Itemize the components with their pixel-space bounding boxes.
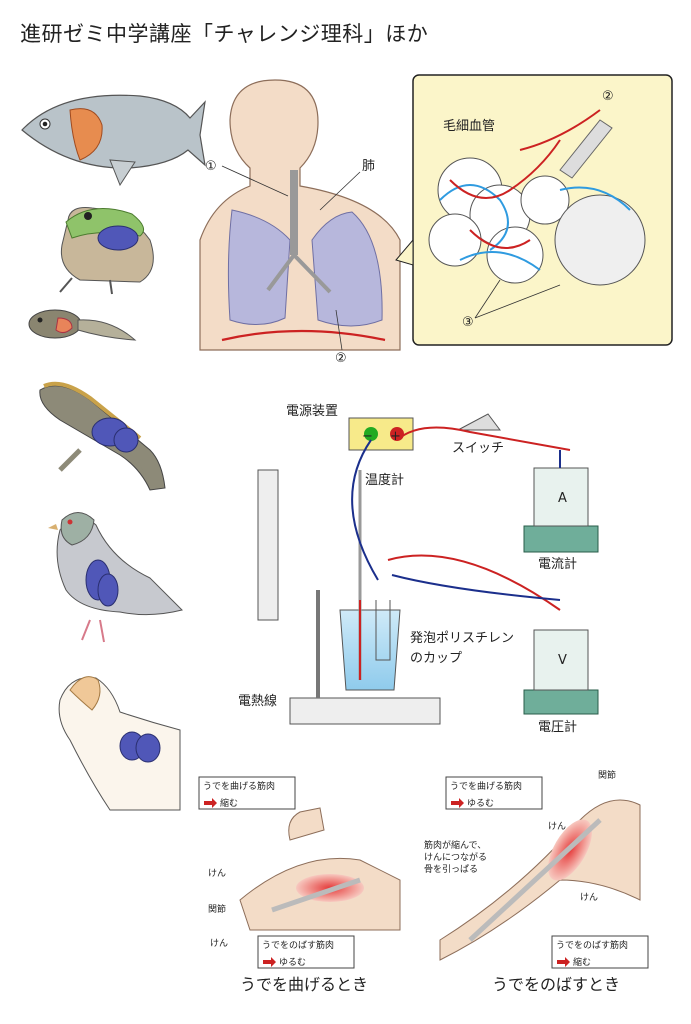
label-1-trachea: ①: [205, 159, 217, 174]
label-minus: −: [362, 429, 373, 444]
label-switch: スイッチ: [452, 441, 504, 456]
arm-extend-tendon-bottom: けん: [580, 892, 598, 903]
arm-extend-tendon-top: けん: [548, 821, 566, 832]
label-plus: +: [390, 429, 401, 444]
arm-bend-box-top: [198, 776, 296, 810]
arm-bend-box-bottom: [257, 935, 355, 969]
arm-extend-box-bottom: [551, 935, 649, 969]
dog-illustration: [58, 676, 181, 811]
fish-illustration: [21, 94, 206, 187]
arm-bend-box-top-line2: 縮む: [220, 797, 238, 809]
arm-extend-box-top-line1: うでを曲げる筋肉: [450, 780, 522, 792]
arm-bend-box-bottom-line1: うでをのばす筋肉: [262, 939, 334, 951]
arm-extend-note-line3: 骨を引っぱる: [424, 864, 478, 875]
arm-bend-illustration: [239, 807, 401, 931]
arm-extend-box-top: [445, 776, 543, 810]
label-thermometer: 温度計: [365, 472, 404, 488]
label-ammeter: 電流計: [538, 556, 577, 572]
label-heater: 電熱線: [238, 693, 277, 709]
pigeon-illustration: [48, 512, 183, 643]
arm-extend-illustration: [439, 799, 641, 961]
experiment-apparatus: [257, 413, 599, 725]
lizard-illustration: [39, 381, 166, 491]
label-cup-line2: のカップ: [410, 651, 462, 666]
tadpole-illustration: [28, 309, 137, 341]
arm-bend-caption: うでを曲げるとき: [240, 975, 368, 994]
arm-extend-box-bottom-line1: うでをのばす筋肉: [556, 939, 628, 951]
arm-extend-joint: 関節: [598, 769, 616, 781]
arm-bend-joint: 関節: [208, 903, 226, 915]
arm-extend-note-line1: 筋肉が縮んで、: [424, 839, 486, 851]
arm-bend-tendon-top: けん: [208, 868, 226, 879]
label-cup-line1: 発泡ポリスチレン: [410, 631, 514, 646]
label-power-supply: 電源装置: [286, 404, 338, 419]
ammeter-symbol: A: [558, 491, 567, 506]
arm-bend-tendon-bottom: けん: [210, 938, 228, 949]
voltmeter-symbol: V: [558, 653, 567, 668]
label-voltmeter: 電圧計: [538, 719, 577, 735]
label-2-bronchi: ②: [335, 351, 347, 366]
arm-bend-box-top-line1: うでを曲げる筋肉: [203, 780, 275, 792]
arm-extend-box-top-line2: ゆるむ: [467, 798, 494, 809]
arm-extend-box-bottom-line2: 縮む: [573, 956, 591, 968]
arm-extend-note-line2: けんにつながる: [424, 851, 487, 863]
label-3-inset: ③: [462, 315, 474, 330]
human-torso: [199, 79, 401, 351]
frog-illustration: [59, 207, 154, 295]
label-capillary: 毛細血管: [443, 119, 495, 134]
arm-bend-box-bottom-line2: ゆるむ: [279, 957, 306, 968]
label-2-inset: ②: [602, 89, 614, 104]
label-lung: 肺: [362, 159, 375, 174]
page-title: 進研ゼミ中学講座「チャレンジ理科」ほか: [20, 22, 429, 46]
arm-extend-caption: うでをのばすとき: [492, 975, 620, 994]
alveoli-inset: [395, 74, 673, 346]
